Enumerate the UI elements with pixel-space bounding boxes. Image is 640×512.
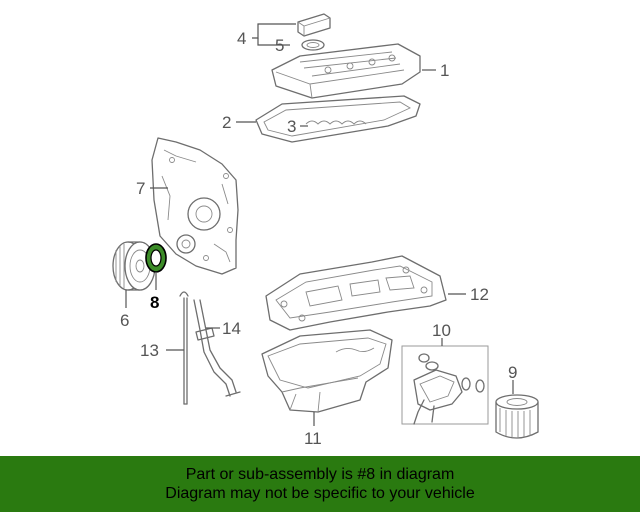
oil-dipstick[interactable]	[179, 291, 189, 405]
spark-plug-tube-gaskets[interactable]	[305, 120, 367, 125]
callout-12: 12	[470, 285, 489, 304]
callout-4: 4	[237, 29, 246, 48]
valve-cover-gasket[interactable]	[255, 95, 421, 143]
info-banner: Part or sub-assembly is #8 in diagram Di…	[0, 456, 640, 512]
oil-pan-upper[interactable]	[265, 255, 447, 331]
callout-10: 10	[432, 321, 451, 340]
oil-filter-housing[interactable]	[401, 345, 489, 425]
callout-13: 13	[140, 341, 159, 360]
callout-11: 11	[304, 429, 322, 448]
oil-filter[interactable]	[495, 394, 539, 439]
crankshaft-front-seal[interactable]	[145, 243, 167, 273]
callout-8[interactable]: 8	[150, 293, 159, 312]
callout-6: 6	[120, 311, 129, 330]
valve-cover[interactable]	[271, 43, 421, 99]
callout-7: 7	[136, 179, 145, 198]
dipstick-tube[interactable]	[193, 299, 241, 397]
callout-9: 9	[508, 363, 517, 382]
parts-diagram: 4 5 1 2 3 7 6 8 9 10 11 12 13 14	[112, 13, 539, 448]
callout-1: 1	[440, 61, 449, 80]
timing-cover[interactable]	[151, 137, 239, 275]
cap-gasket[interactable]	[301, 39, 325, 51]
leader-lines	[125, 23, 514, 426]
callout-2: 2	[222, 113, 231, 132]
oil-filler-cap[interactable]	[297, 13, 331, 37]
callout-5: 5	[275, 36, 284, 55]
oil-pan-lower[interactable]	[261, 329, 393, 413]
callout-3: 3	[287, 117, 296, 136]
banner-line-disclaimer: Diagram may not be specific to your vehi…	[165, 485, 475, 502]
banner-line-part-number: Part or sub-assembly is #8 in diagram	[185, 466, 455, 483]
callout-14: 14	[222, 319, 241, 338]
